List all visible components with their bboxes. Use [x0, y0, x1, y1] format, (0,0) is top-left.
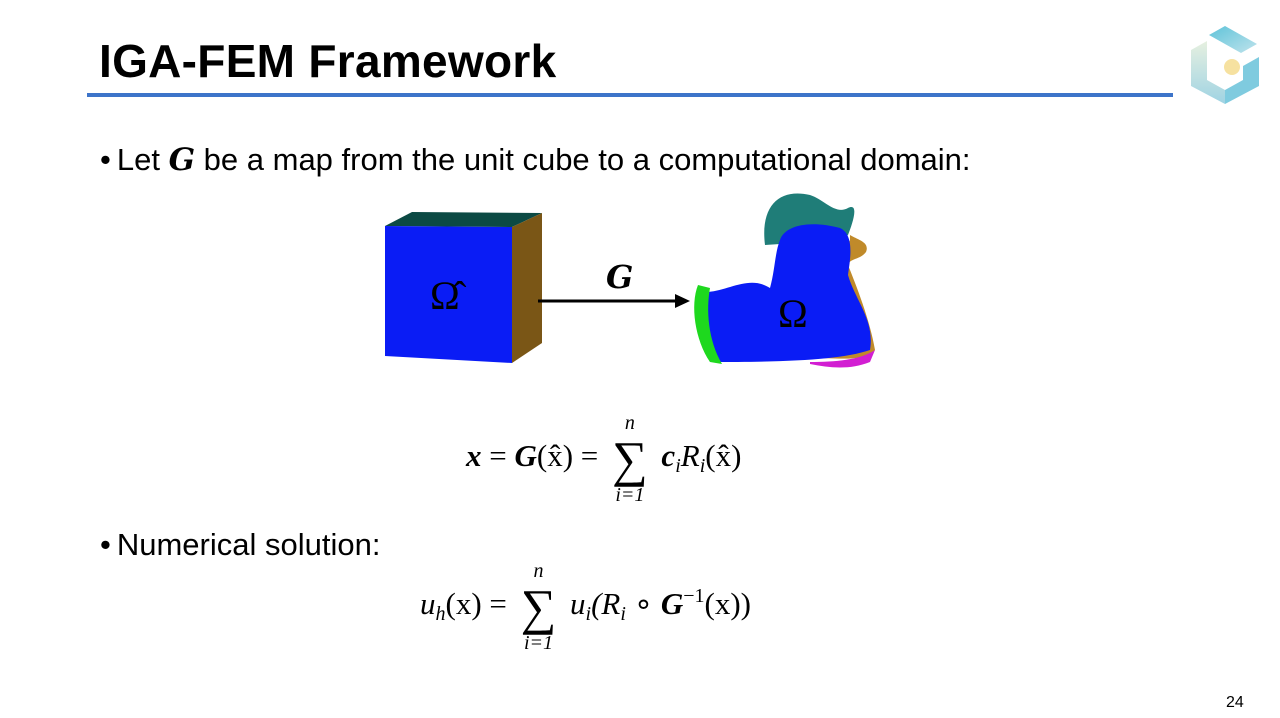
logo-cube-icon	[1191, 26, 1259, 104]
eq-term: (x))	[704, 586, 751, 622]
eq-term: (x̂)	[705, 438, 742, 474]
page-number: 24	[1226, 694, 1244, 711]
summation: n∑i=1	[520, 560, 557, 654]
bullet-dot: •	[100, 142, 111, 177]
eq-term: (R	[591, 586, 621, 622]
bullet-text: Let	[116, 142, 169, 177]
unit-cube	[385, 212, 542, 363]
eq-term: (x)	[445, 586, 482, 622]
bullet-map: •Let G be a map from the unit cube to a …	[100, 142, 971, 178]
eq-term: u	[420, 586, 436, 622]
duck-domain	[694, 193, 875, 368]
eq-term: h	[435, 603, 446, 626]
geometry-map-equation: x = G(x̂) = n∑i=1 ciRi(x̂)	[466, 412, 741, 506]
eq-term: −1	[683, 585, 705, 608]
summation: n∑i=1	[612, 412, 648, 506]
bullet-numerical-solution: •Numerical solution:	[100, 527, 380, 563]
map-symbol: G	[168, 142, 196, 178]
bullet-text: be a map from the unit cube to a computa…	[195, 142, 971, 177]
arrow	[538, 294, 690, 308]
eq-term: =	[489, 438, 507, 474]
title-underline	[87, 93, 1173, 97]
bullet-text: Numerical solution:	[116, 527, 381, 562]
sum-upper: n	[624, 412, 635, 434]
eq-term: R	[680, 438, 700, 474]
eq-term: i	[585, 603, 592, 626]
eq-term: ∘	[625, 586, 661, 622]
sum-lower: i=1	[523, 632, 553, 654]
sum-upper: n	[533, 560, 544, 582]
cube-to-duck-figure: Ω̂ G Ω	[370, 180, 910, 380]
eq-term: G	[514, 438, 537, 474]
numerical-solution-equation: uh(x) = n∑i=1 ui(Ri ∘ G−1(x))	[420, 560, 751, 654]
cube-label: Ω̂	[430, 273, 460, 318]
slide-title: IGA-FEM Framework	[99, 35, 557, 87]
bullet-dot: •	[100, 527, 111, 562]
eq-term: i	[620, 603, 626, 626]
eq-term: x	[466, 438, 482, 474]
eq-term: =	[580, 438, 599, 474]
eq-term: =	[489, 586, 507, 622]
eq-term: i	[675, 455, 681, 478]
domain-label: Ω	[778, 291, 808, 336]
eq-term: c	[661, 438, 676, 474]
eq-term: (x̂)	[536, 438, 574, 474]
eq-term: i	[699, 455, 706, 478]
arrow-label: G	[606, 258, 634, 296]
eq-term: u	[570, 586, 586, 622]
eq-term: G	[660, 586, 684, 622]
sum-lower: i=1	[615, 484, 645, 506]
